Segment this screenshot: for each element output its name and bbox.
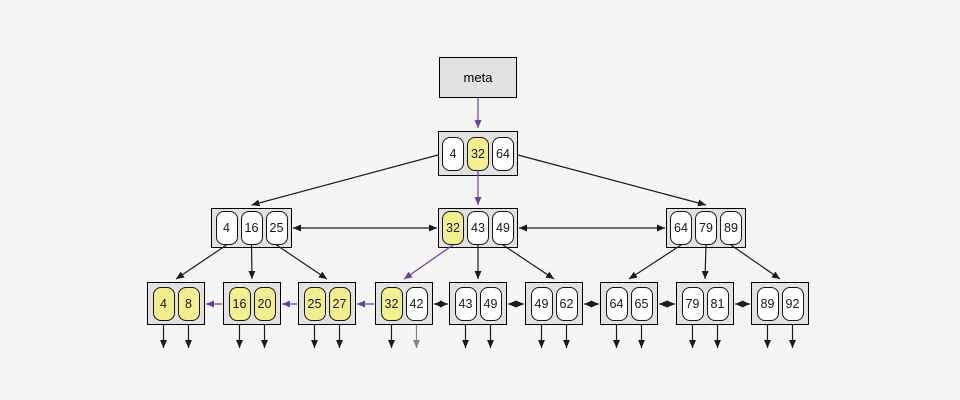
key-cell-l0-8: 8	[177, 286, 200, 321]
key-value: 64	[609, 296, 624, 311]
key-cell-i1-32: 32	[442, 211, 464, 245]
key-cell-l8-89: 89	[756, 286, 779, 321]
key-value: 16	[232, 296, 247, 311]
key-value: 8	[185, 296, 192, 311]
key-value: 32	[471, 146, 485, 161]
key-cell-l4-43: 43	[454, 286, 477, 321]
key-cell-l7-79: 79	[681, 286, 704, 321]
edge-i0.k0-l0	[175, 244, 227, 280]
key-cell-i2-64: 64	[670, 211, 692, 245]
meta-node: meta	[439, 57, 517, 98]
edge-i0.k1-l1	[248, 244, 256, 280]
key-cell-l2-25: 25	[303, 286, 326, 321]
key-cell-i0-4: 4	[215, 211, 238, 245]
key-cell-l1-20: 20	[253, 286, 276, 321]
key-cell-i1-49: 49	[492, 211, 514, 245]
key-value: 27	[332, 296, 347, 311]
key-cell-l6-64: 64	[605, 286, 628, 321]
key-cell-l3-42: 42	[405, 286, 428, 321]
key-cell-l3-32: 32	[380, 286, 403, 321]
key-cell-l5-49: 49	[530, 286, 553, 321]
key-value: 89	[760, 296, 775, 311]
key-value: 49	[483, 296, 498, 311]
edge-i0.k2-l2	[276, 244, 328, 280]
key-value: 32	[384, 296, 399, 311]
edge-i1.k0-l3	[403, 244, 454, 280]
key-value: 42	[409, 296, 424, 311]
key-value: 79	[685, 296, 700, 311]
key-value: 32	[446, 221, 460, 235]
key-cell-l8-92: 92	[781, 286, 804, 321]
edge-root-i2	[517, 154, 707, 207]
key-value: 81	[710, 296, 725, 311]
key-value: 49	[496, 221, 510, 235]
key-cell-i1-43: 43	[467, 211, 489, 245]
key-value: 49	[534, 296, 549, 311]
key-value: 64	[496, 146, 510, 161]
key-cell-l4-49: 49	[479, 286, 502, 321]
meta-node-label: meta	[463, 70, 493, 85]
key-value: 4	[223, 221, 230, 235]
key-cell-root-4: 4	[442, 136, 464, 171]
edge-i2.k1-l7	[701, 244, 709, 280]
key-cell-i0-16: 16	[240, 211, 263, 245]
key-value: 89	[724, 221, 738, 235]
edge-i2.k0-l6	[628, 244, 682, 280]
key-cell-root-64: 64	[492, 136, 514, 171]
key-cell-l5-62: 62	[555, 286, 578, 321]
edge-i2.k2-l8	[730, 244, 781, 280]
key-value: 4	[449, 146, 457, 161]
key-cell-l2-27: 27	[328, 286, 351, 321]
key-value: 65	[634, 296, 649, 311]
edge-root-i0	[251, 154, 439, 207]
key-cell-l1-16: 16	[228, 286, 251, 321]
key-value: 25	[307, 296, 322, 311]
key-value: 43	[458, 296, 473, 311]
key-cell-i2-79: 79	[695, 211, 717, 245]
key-value: 79	[699, 221, 713, 235]
key-cell-i2-89: 89	[720, 211, 742, 245]
key-cell-l6-65: 65	[630, 286, 653, 321]
key-value: 92	[785, 296, 800, 311]
key-value: 4	[160, 296, 167, 311]
edge-i1.k2-l5	[502, 244, 555, 280]
key-value: 43	[471, 221, 485, 235]
key-cell-l7-81: 81	[706, 286, 729, 321]
key-value: 64	[674, 221, 688, 235]
key-cell-i0-25: 25	[265, 211, 288, 245]
key-value: 25	[269, 221, 284, 235]
key-value: 20	[257, 296, 272, 311]
key-value: 16	[244, 221, 259, 235]
key-cell-l0-4: 4	[152, 286, 175, 321]
key-cell-root-32: 32	[467, 136, 489, 171]
key-value: 62	[559, 296, 574, 311]
